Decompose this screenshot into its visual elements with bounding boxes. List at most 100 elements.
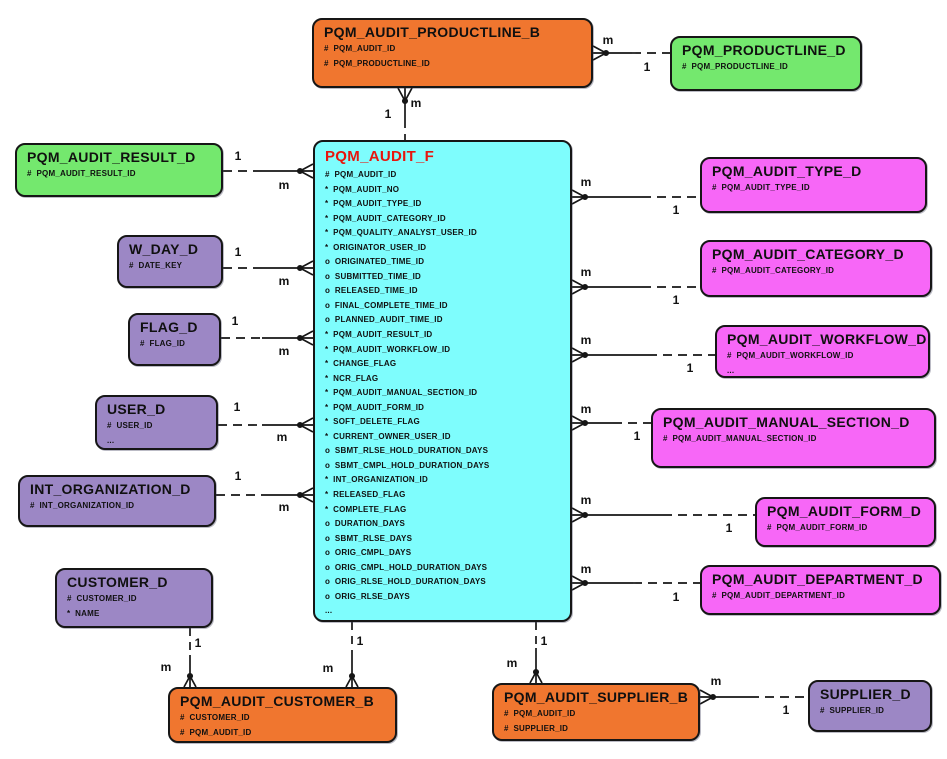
entity-int-organization-d[interactable]: INT_ORGANIZATION_D # INT_ORGANIZATION_ID: [18, 475, 216, 527]
entity-pqm-audit-form-d[interactable]: PQM_AUDIT_FORM_D # PQM_AUDIT_FORM_ID: [755, 497, 936, 547]
card-one-auditf-customerb: 1: [356, 634, 364, 648]
entity-pqm-productline-d[interactable]: PQM_PRODUCTLINE_D # PQM_PRODUCTLINE_ID: [670, 36, 862, 91]
card-one-wdayd-auditf: 1: [234, 245, 242, 259]
entity-pqm-audit-customer-b[interactable]: PQM_AUDIT_CUSTOMER_B # CUSTOMER_ID# PQM_…: [168, 687, 397, 743]
card-many-wdayd-auditf: m: [278, 274, 290, 288]
entity-pqm-audit-department-d[interactable]: PQM_AUDIT_DEPARTMENT_D # PQM_AUDIT_DEPAR…: [700, 565, 941, 615]
attribute-row: * PQM_AUDIT_FORM_ID: [325, 402, 425, 412]
entity-title: CUSTOMER_D: [67, 574, 168, 590]
entity-flag-d[interactable]: FLAG_D # FLAG_ID: [128, 313, 221, 366]
entity-pqm-audit-category-d[interactable]: PQM_AUDIT_CATEGORY_D # PQM_AUDIT_CATEGOR…: [700, 240, 932, 297]
card-many-intorgd-auditf: m: [278, 500, 290, 514]
entity-title: FLAG_D: [140, 319, 198, 335]
connector-intorgd-auditf: [216, 487, 314, 503]
attribute-list: # CUSTOMER_ID * NAME: [67, 591, 205, 621]
attribute-row: o ORIG_RLSE_HOLD_DURATION_DAYS: [325, 577, 486, 587]
attribute-row: o SBMT_RLSE_DAYS: [325, 533, 413, 543]
entity-title: PQM_AUDIT_CATEGORY_D: [712, 246, 904, 262]
entity-title: PQM_AUDIT_FORM_D: [767, 503, 922, 519]
card-many-flagd-auditf: m: [278, 344, 290, 358]
card-many-auditf-supplierb: m: [506, 656, 518, 670]
connector-auditf-workflowd: [571, 347, 715, 363]
connector-customerd-customerb: [183, 628, 197, 688]
attribute-row: # CUSTOMER_ID: [67, 594, 137, 603]
card-one-auditf-categoryd: 1: [672, 293, 680, 307]
attribute-row: * INT_ORGANIZATION_ID: [325, 475, 428, 485]
connector-flagd-auditf: [221, 330, 314, 346]
card-one-auditf-typed: 1: [672, 203, 680, 217]
card-one-auditf-departmentd: 1: [672, 590, 680, 604]
entity-title: PQM_AUDIT_DEPARTMENT_D: [712, 571, 923, 587]
attribute-row: o SUBMITTED_TIME_ID: [325, 271, 422, 281]
card-many-resultd-auditf: m: [278, 178, 290, 192]
card-many-productlineb-productlined: m: [602, 33, 614, 47]
entity-customer-d[interactable]: CUSTOMER_D # CUSTOMER_ID * NAME: [55, 568, 213, 628]
attribute-row: # PQM_PRODUCTLINE_ID: [682, 62, 788, 71]
attribute-row: # PQM_AUDIT_TYPE_ID: [712, 183, 810, 192]
attribute-row: * CURRENT_OWNER_USER_ID: [325, 431, 451, 441]
card-one-auditf-workflowd: 1: [686, 361, 694, 375]
connector-wdayd-auditf: [223, 260, 314, 276]
entity-pqm-audit-supplier-b[interactable]: PQM_AUDIT_SUPPLIER_B # PQM_AUDIT_ID# SUP…: [492, 683, 700, 741]
connector-userd-auditf: [218, 417, 314, 433]
card-one-supplierb-supplierd: 1: [782, 703, 790, 717]
entity-pqm-audit-manual-section-d[interactable]: PQM_AUDIT_MANUAL_SECTION_D # PQM_AUDIT_M…: [651, 408, 936, 468]
attribute-row: * PQM_AUDIT_MANUAL_SECTION_ID: [325, 388, 478, 398]
entity-w-day-d[interactable]: W_DAY_D # DATE_KEY: [117, 235, 223, 288]
attribute-row: # DATE_KEY: [129, 261, 183, 270]
card-one-productlineb-auditf: 1: [384, 107, 392, 121]
attribute-list: # PQM_AUDIT_FORM_ID: [767, 520, 928, 535]
attribute-row: * NAME: [67, 609, 100, 618]
attribute-row: # PQM_AUDIT_WORKFLOW_ID: [727, 351, 854, 360]
connector-resultd-auditf: [223, 163, 314, 179]
attribute-list: # INT_ORGANIZATION_ID: [30, 498, 208, 513]
attribute-row: o FINAL_COMPLETE_TIME_ID: [325, 300, 448, 310]
entity-title: SUPPLIER_D: [820, 686, 911, 702]
card-many-auditf-typed: m: [580, 175, 592, 189]
entity-pqm-audit-productline-b[interactable]: PQM_AUDIT_PRODUCTLINE_B # PQM_AUDIT_ID# …: [312, 18, 593, 88]
attribute-row: o SBMT_RLSE_HOLD_DURATION_DAYS: [325, 446, 489, 456]
card-one-resultd-auditf: 1: [234, 149, 242, 163]
entity-title: PQM_AUDIT_F: [325, 148, 435, 165]
card-many-auditf-workflowd: m: [580, 333, 592, 347]
attribute-row: o ORIG_CMPL_DAYS: [325, 548, 412, 558]
attribute-row: * PQM_AUDIT_RESULT_ID: [325, 330, 433, 340]
card-one-auditf-formd: 1: [725, 521, 733, 535]
card-many-auditf-customerb: m: [322, 661, 334, 675]
card-many-customerd-customerb: m: [160, 660, 172, 674]
connector-auditf-typed: [571, 189, 700, 205]
attribute-row: # PQM_AUDIT_ID: [504, 709, 576, 718]
attribute-row: # USER_ID: [107, 421, 153, 430]
attribute-row: # PQM_AUDIT_DEPARTMENT_ID: [712, 591, 846, 600]
card-one-userd-auditf: 1: [233, 400, 241, 414]
connector-auditf-formd: [571, 507, 755, 523]
attribute-row: # INT_ORGANIZATION_ID: [30, 501, 135, 510]
attribute-row: * PQM_AUDIT_NO: [325, 184, 400, 194]
entity-pqm-audit-f[interactable]: PQM_AUDIT_F # PQM_AUDIT_ID* PQM_AUDIT_NO…: [313, 140, 572, 622]
attribute-row: o RELEASED_TIME_ID: [325, 286, 418, 296]
attribute-list: # PQM_AUDIT_ID# PQM_PRODUCTLINE_ID: [324, 41, 585, 71]
card-many-auditf-formd: m: [580, 493, 592, 507]
attribute-row: # SUPPLIER_ID: [504, 724, 569, 733]
entity-pqm-audit-workflow-d[interactable]: PQM_AUDIT_WORKFLOW_D # PQM_AUDIT_WORKFLO…: [715, 325, 930, 378]
entity-title: PQM_AUDIT_CUSTOMER_B: [180, 693, 374, 709]
connector-auditf-categoryd: [571, 279, 700, 295]
attribute-row: * RELEASED_FLAG: [325, 490, 406, 500]
card-one-intorgd-auditf: 1: [234, 469, 242, 483]
attribute-row: # PQM_AUDIT_RESULT_ID: [27, 169, 136, 178]
entity-supplier-d[interactable]: SUPPLIER_D # SUPPLIER_ID: [808, 680, 932, 732]
attribute-row: # PQM_AUDIT_FORM_ID: [767, 523, 868, 532]
entity-pqm-audit-type-d[interactable]: PQM_AUDIT_TYPE_D # PQM_AUDIT_TYPE_ID: [700, 157, 927, 213]
entity-title: PQM_PRODUCTLINE_D: [682, 42, 846, 58]
card-one-customerd-customerb: 1: [194, 636, 202, 650]
attribute-row: # PQM_PRODUCTLINE_ID: [324, 59, 430, 68]
attribute-row: ...: [727, 366, 735, 375]
attribute-list: # PQM_AUDIT_CATEGORY_ID: [712, 263, 924, 278]
attribute-row: o DURATION_DAYS: [325, 519, 406, 529]
connector-auditf-departmentd: [571, 575, 700, 591]
entity-pqm-audit-result-d[interactable]: PQM_AUDIT_RESULT_D # PQM_AUDIT_RESULT_ID: [15, 143, 223, 197]
card-one-auditf-manualsectiond: 1: [633, 429, 641, 443]
entity-user-d[interactable]: USER_D # USER_ID...: [95, 395, 218, 450]
